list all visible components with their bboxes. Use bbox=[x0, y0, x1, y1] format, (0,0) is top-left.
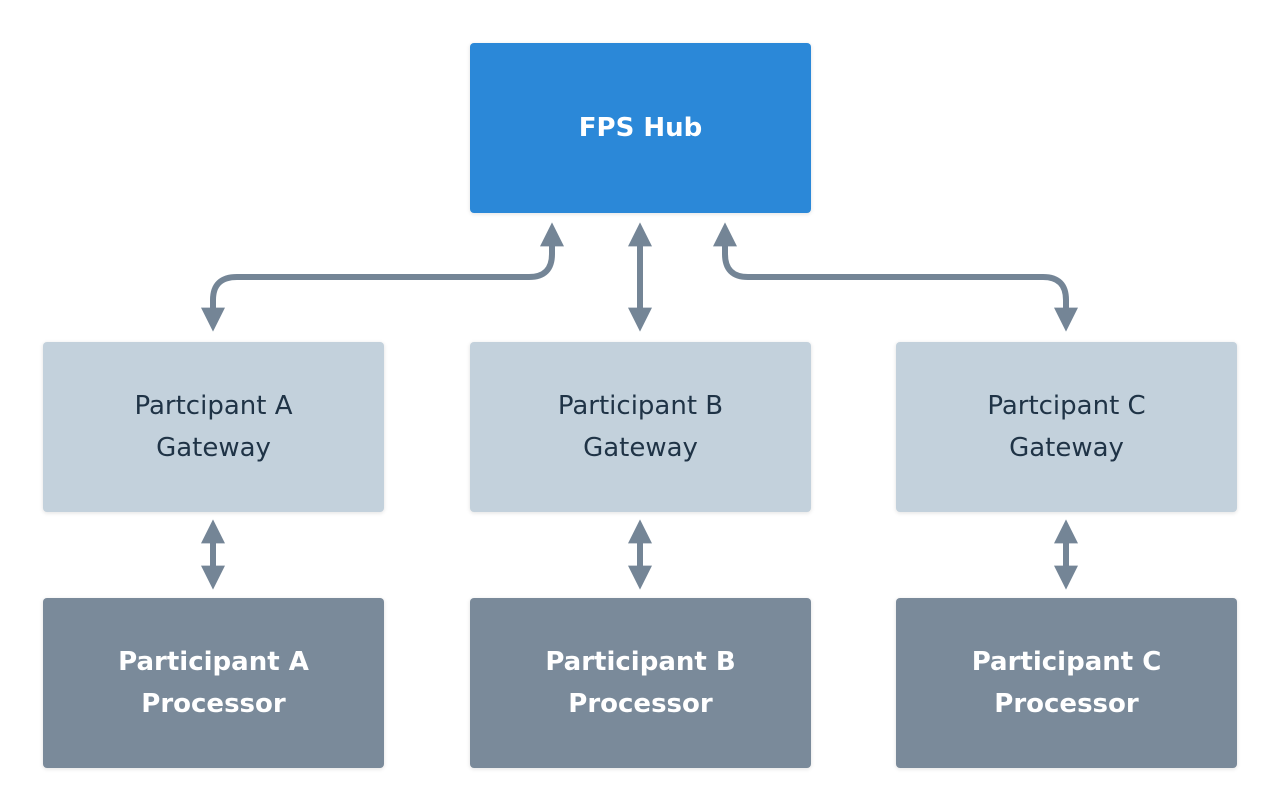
processor-c-label-line1: Participant C bbox=[971, 647, 1162, 677]
connector-hub-gateway-c bbox=[713, 222, 1078, 332]
participant-a-processor-node: Participant A Processor bbox=[43, 598, 384, 768]
participant-a-gateway-node: Partcipant A Gateway bbox=[43, 342, 384, 512]
processor-c-label-line2: Processor bbox=[994, 689, 1139, 719]
gateway-a-label-line2: Gateway bbox=[156, 433, 271, 463]
fps-hub-node: FPS Hub bbox=[470, 43, 811, 213]
processor-b-label-line1: Participant B bbox=[545, 647, 736, 677]
participant-b-gateway-node: Participant B Gateway bbox=[470, 342, 811, 512]
processor-a-label-line2: Processor bbox=[141, 689, 286, 719]
participant-b-processor-node: Participant B Processor bbox=[470, 598, 811, 768]
gateway-c-label-line2: Gateway bbox=[1009, 433, 1124, 463]
gateway-c-label-line1: Partcipant C bbox=[987, 391, 1146, 421]
participant-c-processor-node: Participant C Processor bbox=[896, 598, 1237, 768]
gateway-b-label-line1: Participant B bbox=[557, 391, 724, 421]
fps-hub-label: FPS Hub bbox=[578, 113, 703, 143]
processor-a-label-line1: Participant A bbox=[118, 647, 309, 677]
participant-c-gateway-node: Partcipant C Gateway bbox=[896, 342, 1237, 512]
connector-hub-gateway-a bbox=[201, 222, 564, 332]
processor-b-label-line2: Processor bbox=[568, 689, 713, 719]
gateway-a-label-line1: Partcipant A bbox=[134, 391, 293, 421]
gateway-b-label-line2: Gateway bbox=[583, 433, 698, 463]
